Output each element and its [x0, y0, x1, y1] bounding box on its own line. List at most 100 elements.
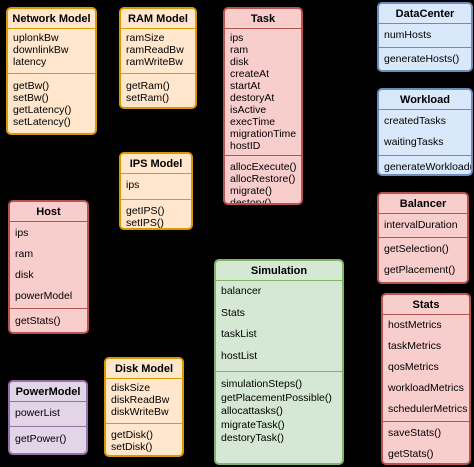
class-methods: getIPS() setIPS()	[121, 200, 191, 229]
attribute: execTime	[230, 116, 276, 128]
class-methods: getStats()	[10, 309, 87, 329]
class-title: Network Model	[8, 9, 95, 29]
attribute: numHosts	[384, 29, 432, 41]
attribute: diskSize	[111, 382, 151, 394]
attribute: workloadMetrics	[388, 382, 464, 394]
class-title: PowerModel	[10, 382, 86, 402]
method: getPlacementPossible()	[221, 391, 332, 404]
class-title: Workload	[379, 90, 471, 110]
method: setLatency()	[13, 116, 71, 128]
attribute: hostList	[221, 349, 258, 362]
method: getStats()	[15, 315, 61, 327]
attribute: diskWriteBw	[111, 406, 169, 418]
attribute: waitingTasks	[384, 136, 444, 148]
class-attributes: balancer Stats taskList hostList	[216, 281, 342, 372]
class-ips-model[interactable]: IPS Model ips getIPS() setIPS()	[119, 152, 193, 230]
method: setDisk()	[111, 441, 153, 453]
attribute: createAt	[230, 68, 270, 80]
class-attributes: diskSize diskReadBw diskWriteBw	[106, 379, 182, 424]
class-methods: getSelection() getPlacement()	[379, 238, 467, 282]
attribute: intervalDuration	[384, 219, 458, 231]
method: setIPS()	[126, 217, 164, 229]
class-workload[interactable]: Workload createdTasks waitingTasks gener…	[377, 88, 473, 176]
class-attributes: numHosts	[379, 24, 471, 48]
attribute: destoryAt	[230, 92, 275, 104]
class-attributes: createdTasks waitingTasks	[379, 110, 471, 156]
attribute: disk	[15, 269, 34, 281]
class-host[interactable]: Host ips ram disk powerModel getStats()	[8, 200, 89, 334]
attribute: ips	[15, 227, 29, 239]
attribute: latency	[13, 56, 47, 68]
method: migrateTask()	[221, 418, 285, 431]
method: generateHosts()	[384, 53, 460, 65]
attribute: ramReadBw	[126, 44, 184, 56]
class-title: RAM Model	[121, 9, 195, 29]
class-attributes: hostMetrics taskMetrics qosMetrics workl…	[383, 315, 469, 422]
class-methods: generateHosts()	[379, 48, 471, 67]
class-title: IPS Model	[121, 154, 191, 174]
attribute: ram	[15, 248, 34, 260]
method: simulationSteps()	[221, 378, 303, 390]
method: getBw()	[13, 80, 50, 92]
class-methods: getPower()	[10, 427, 86, 447]
class-attributes: ips ram disk createAt startAt destoryAt …	[225, 29, 301, 156]
class-attributes: ramSize ramReadBw ramWriteBw	[121, 29, 195, 74]
method: generateWorkload()	[384, 161, 473, 173]
attribute: ips	[126, 179, 140, 191]
class-ram-model[interactable]: RAM Model ramSize ramReadBw ramWriteBw g…	[119, 7, 197, 109]
method: getLatency()	[13, 104, 72, 116]
attribute: ramSize	[126, 32, 165, 44]
method: destory()	[230, 197, 272, 205]
attribute: taskList	[221, 328, 257, 340]
method: getRam()	[126, 80, 170, 92]
class-datacenter[interactable]: DataCenter numHosts generateHosts()	[377, 2, 473, 72]
method: getPower()	[15, 433, 67, 445]
class-network-model[interactable]: Network Model uplonkBw downlinkBw latenc…	[6, 7, 97, 135]
attribute: qosMetrics	[388, 361, 439, 373]
class-task[interactable]: Task ips ram disk createAt startAt desto…	[223, 7, 303, 205]
attribute: balancer	[221, 285, 262, 297]
method: allocExecute()	[230, 161, 297, 173]
method: migrate()	[230, 185, 273, 197]
class-methods: getBw() setBw() getLatency() setLatency(…	[8, 74, 95, 130]
attribute: disk	[230, 56, 249, 68]
attribute: migrationTime	[230, 128, 297, 140]
class-attributes: ips	[121, 174, 191, 200]
class-methods: simulationSteps() getPlacementPossible()…	[216, 372, 342, 448]
class-stats[interactable]: Stats hostMetrics taskMetrics qosMetrics…	[381, 293, 471, 465]
method: getIPS()	[126, 205, 165, 217]
attribute: powerModel	[15, 290, 73, 302]
class-attributes: ips ram disk powerModel	[10, 222, 87, 309]
class-methods: getDisk() setDisk()	[106, 424, 182, 455]
class-methods: saveStats() getStats()	[383, 422, 469, 463]
attribute: schedulerMetrics	[388, 403, 468, 415]
attribute: taskMetrics	[388, 340, 442, 352]
class-power-model[interactable]: PowerModel powerList getPower()	[8, 380, 88, 455]
attribute: ips	[230, 32, 244, 44]
attribute: diskReadBw	[111, 394, 170, 406]
attribute: Stats	[221, 306, 245, 319]
attribute: hostID	[230, 140, 261, 152]
method: destoryTask()	[221, 432, 285, 444]
class-methods: allocExecute() allocRestore() migrate() …	[225, 156, 301, 205]
attribute: uplonkBw	[13, 32, 59, 44]
method: allocRestore()	[230, 173, 296, 185]
class-disk-model[interactable]: Disk Model diskSize diskReadBw diskWrite…	[104, 357, 184, 457]
class-title: Disk Model	[106, 359, 182, 379]
method: getDisk()	[111, 429, 154, 441]
method: getSelection()	[384, 243, 449, 255]
attribute: downlinkBw	[13, 44, 69, 56]
class-title: Simulation	[216, 261, 342, 281]
attribute: powerList	[15, 407, 60, 419]
method: saveStats()	[388, 427, 442, 439]
class-simulation[interactable]: Simulation balancer Stats taskList hostL…	[214, 259, 344, 465]
class-attributes: uplonkBw downlinkBw latency	[8, 29, 95, 74]
class-methods: getRam() setRam()	[121, 74, 195, 106]
attribute: hostMetrics	[388, 319, 442, 331]
attribute: ramWriteBw	[126, 56, 183, 68]
attribute: startAt	[230, 80, 261, 92]
class-attributes: intervalDuration	[379, 214, 467, 238]
attribute: createdTasks	[384, 115, 446, 127]
class-title: Balancer	[379, 194, 467, 214]
class-balancer[interactable]: Balancer intervalDuration getSelection()…	[377, 192, 469, 284]
